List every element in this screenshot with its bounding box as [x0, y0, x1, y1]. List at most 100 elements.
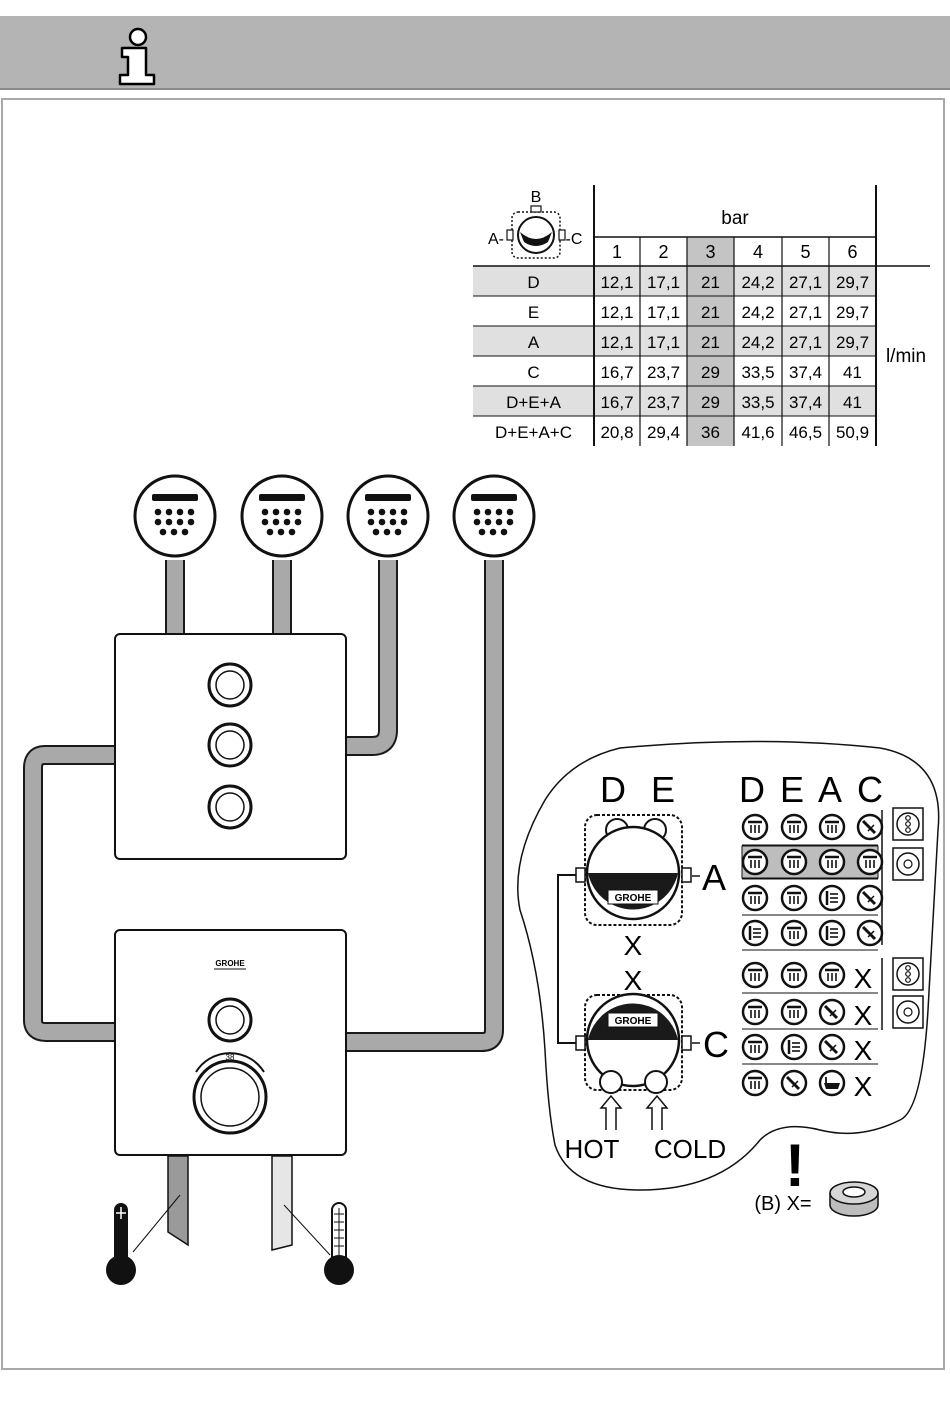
shower-icon [743, 1071, 767, 1095]
flow-value: 33,5 [741, 393, 774, 412]
lower-brand: GROHE [615, 1016, 652, 1027]
flow-value: 27,1 [789, 273, 822, 292]
row-label: D [527, 273, 539, 292]
shower-icon [782, 921, 806, 945]
pressure-header: 4 [753, 242, 763, 262]
flow-value: 21 [701, 273, 720, 292]
pressure-header: 2 [658, 242, 668, 262]
flow-value: 29,4 [647, 423, 680, 442]
cross-mark: X [854, 1000, 873, 1031]
flow-value: 41 [843, 393, 862, 412]
corner-label-c: -C [566, 231, 583, 248]
brand-logo: GROHE [215, 959, 245, 968]
diverter-valve-panel [115, 634, 346, 859]
shower-icon [743, 963, 767, 987]
pressure-header: 1 [612, 242, 622, 262]
row-label: D+E+A [506, 393, 561, 412]
flow-value: 12,1 [600, 273, 633, 292]
flow-value: 29 [701, 393, 720, 412]
flow-value: 29,7 [836, 333, 869, 352]
row-label: D+E+A+C [495, 423, 572, 442]
body-jet-icon [782, 1035, 806, 1059]
flow-value: 20,8 [600, 423, 633, 442]
corner-label-a: A- [488, 231, 504, 248]
flow-value: 21 [701, 303, 720, 322]
outlet-label-e: E [651, 769, 675, 810]
row-shade [594, 386, 876, 416]
three-button-valve-icon [893, 958, 923, 990]
shower-head-icon [348, 476, 428, 556]
flow-value: 17,1 [647, 303, 680, 322]
shower-icon [782, 850, 806, 874]
row-shade [594, 266, 876, 296]
cold-thermometer-icon [324, 1203, 354, 1285]
shower-icon [782, 1000, 806, 1024]
shower-icon [743, 850, 767, 874]
flow-value: 16,7 [600, 393, 633, 412]
shower-icon [858, 850, 882, 874]
row-label: A [528, 333, 540, 352]
shower-icon [782, 815, 806, 839]
hand-shower-icon [858, 921, 882, 945]
corner-label-b: B [531, 189, 542, 206]
flow-value: 29,7 [836, 273, 869, 292]
flow-value: 24,2 [741, 303, 774, 322]
hand-shower-icon [858, 886, 882, 910]
col-header-d: D [739, 769, 765, 810]
flow-value: 17,1 [647, 273, 680, 292]
shower-icon [743, 815, 767, 839]
three-button-valve-icon [893, 808, 923, 840]
shower-icon [820, 850, 844, 874]
shower-icon [820, 815, 844, 839]
installation-schematic: GROHE 38 [33, 476, 534, 1285]
body-jet-icon [820, 921, 844, 945]
pressure-header: 3 [705, 242, 715, 262]
unit-side: l/min [886, 346, 926, 367]
cross-mark: X [854, 1035, 873, 1066]
upper-brand: GROHE [615, 893, 652, 904]
mini-valve-icon [507, 206, 565, 258]
cross-mark: X [854, 1071, 873, 1102]
single-dial-icon [893, 996, 923, 1028]
cross-mark-2: X [624, 965, 643, 996]
row-label: E [528, 303, 539, 322]
flow-value: 12,1 [600, 303, 633, 322]
flow-value: 24,2 [741, 273, 774, 292]
side-label-a: A [702, 857, 726, 898]
flow-value: 29 [701, 363, 720, 382]
outlet-label-d: D [600, 769, 626, 810]
cross-mark: X [854, 963, 873, 994]
col-header-c: C [857, 769, 883, 810]
flow-value: 27,1 [789, 303, 822, 322]
shower-head-icon [135, 476, 215, 556]
col-header-a: A [818, 769, 842, 810]
plug-icon [830, 1182, 878, 1216]
flow-value: 37,4 [789, 393, 822, 412]
hand-shower-icon [782, 1071, 806, 1095]
flow-value: 16,7 [600, 363, 633, 382]
row-label: C [527, 363, 539, 382]
shower-icon [743, 886, 767, 910]
flow-value: 46,5 [789, 423, 822, 442]
warning-icon: ! [785, 1132, 805, 1199]
flow-value: 33,5 [741, 363, 774, 382]
shower-icon [743, 1035, 767, 1059]
pressure-header: 6 [847, 242, 857, 262]
configuration-diagram: D E D E A C GROHE A X X [518, 742, 939, 1217]
flow-value: 12,1 [600, 333, 633, 352]
shower-icon [743, 1000, 767, 1024]
flow-value: 23,7 [647, 363, 680, 382]
shower-icon [782, 963, 806, 987]
bath-icon [820, 1071, 844, 1095]
hand-shower-icon [820, 1000, 844, 1024]
temperature-dial[interactable] [194, 1061, 266, 1133]
hot-thermometer-icon [106, 1203, 136, 1285]
row-shade [594, 326, 876, 356]
plug-note: (B) X= [754, 1193, 811, 1215]
flow-value: 37,4 [789, 363, 822, 382]
unit-header: bar [721, 208, 749, 229]
pressure-header: 5 [800, 242, 810, 262]
single-dial-icon [893, 848, 923, 880]
